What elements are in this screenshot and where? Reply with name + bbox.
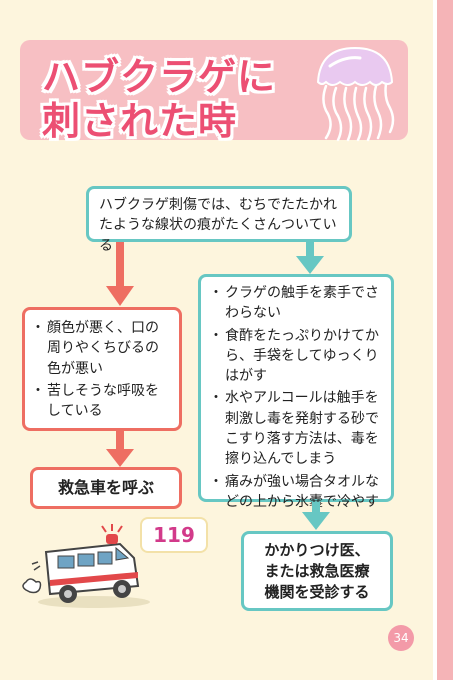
call-ambulance-box: 救急車を呼ぶ [30, 467, 182, 509]
severe-symptom-item: 苦しそうな呼吸をしている [31, 381, 171, 422]
severe-symptoms-box: 顔色が悪く、口の周りやくちびるの色が悪い 苦しそうな呼吸をしている [22, 307, 182, 431]
arrow-down-left [106, 242, 134, 306]
see-doctor-line-1: かかりつけ医、 [264, 541, 370, 559]
first-aid-box: クラゲの触手を素手でさわらない 食酢をたっぷりかけてから、手袋をしてゆっくりはが… [198, 274, 394, 510]
arrow-down-right [296, 242, 324, 274]
title-line-1: ハブクラゲに [42, 55, 277, 99]
arrow-down-to-doctor [302, 502, 330, 530]
side-band [433, 0, 453, 680]
see-doctor-line-2: または救急医療 [264, 562, 370, 580]
see-doctor-box: かかりつけ医、 または救急医療 機関を受診する [241, 531, 393, 611]
title-line-2: 刺された時 [42, 99, 238, 143]
severe-symptom-item: 顔色が悪く、口の周りやくちびるの色が悪い [31, 318, 171, 379]
arrow-down-to-call [106, 431, 134, 467]
ambulance-icon [22, 524, 150, 608]
symptom-description-text: ハブクラゲ刺傷では、むちでたたかれたような線状の痕がたくさんついている [99, 197, 337, 254]
title-banner: ハブクラゲに 刺された時 [20, 40, 408, 143]
first-aid-item: クラゲの触手を素手でさわらない [209, 283, 381, 324]
jellyfish-icon [316, 46, 395, 142]
first-aid-item: 食酢をたっぷりかけてから、手袋をしてゆっくりはがす [209, 326, 381, 387]
see-doctor-line-3: 機関を受診する [264, 583, 370, 601]
first-aid-item: 痛みが強い場合タオルなどの上から氷嚢で冷やす [209, 472, 381, 513]
symptom-description-box: ハブクラゲ刺傷では、むちでたたかれたような線状の痕がたくさんついている [86, 186, 352, 254]
first-aid-item: 水やアルコールは触手を刺激し毒を発射する砂でこすり落す方法は、毒を擦り込んでしま… [209, 388, 381, 469]
page-number: 34 [388, 625, 414, 651]
call-ambulance-label: 救急車を呼ぶ [57, 478, 154, 497]
emergency-number-badge: 119 [142, 519, 206, 551]
